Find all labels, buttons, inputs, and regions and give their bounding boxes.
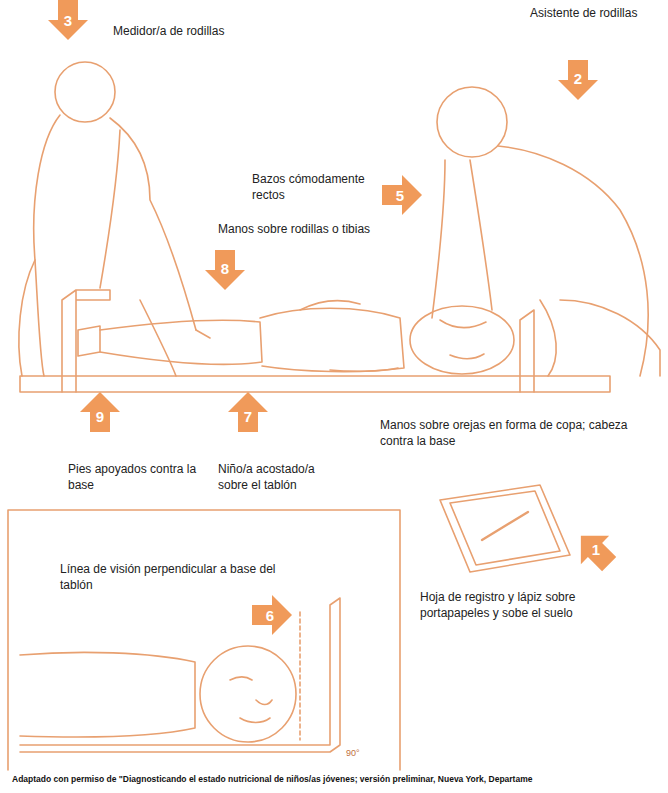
annotation-label: Asistente de rodillas xyxy=(530,6,664,22)
figure-caption: Adaptado con permiso de "Diagnosticando … xyxy=(12,774,660,785)
annotation-label: Bazos cómodamente rectos xyxy=(252,172,377,203)
callout-number: 1 xyxy=(592,542,600,557)
annotation-label: 90° xyxy=(346,748,360,760)
callout-arrow xyxy=(252,595,292,635)
clipboard-icon xyxy=(440,485,570,572)
annotation-label: Línea de visión perpendicular a base del… xyxy=(60,562,310,593)
callout-arrow xyxy=(228,392,268,432)
annotation-label: Medidor/a de rodillas xyxy=(113,24,313,40)
foot-piece xyxy=(62,290,110,392)
child-figure xyxy=(78,301,514,374)
callout-number: 5 xyxy=(396,188,404,203)
callout-arrow xyxy=(80,392,120,432)
callout-arrow xyxy=(205,250,245,290)
annotation-label: Hoja de registro y lápiz sobre portapape… xyxy=(420,590,640,621)
callout-number: 3 xyxy=(64,13,72,28)
annotation-label: Manos sobre rodillas o tibias xyxy=(218,222,418,238)
callout-number: 8 xyxy=(221,261,229,276)
head-piece xyxy=(520,310,534,392)
annotation-label: Pies apoyados contra la base xyxy=(68,462,198,493)
callout-number: 2 xyxy=(574,71,582,86)
measurer-figure xyxy=(19,62,210,376)
callout-arrow xyxy=(558,60,598,100)
callout-arrow xyxy=(567,522,624,579)
callout-number: 7 xyxy=(244,409,252,424)
inset-panel xyxy=(8,510,400,770)
annotation-label: Niño/a acostado/a sobre el tablón xyxy=(218,462,348,493)
callout-number: 6 xyxy=(266,608,274,623)
callout-number: 9 xyxy=(96,409,104,424)
measuring-board xyxy=(20,376,610,392)
callout-arrow xyxy=(382,175,422,215)
callout-arrow xyxy=(48,0,88,40)
assistant-figure xyxy=(432,87,660,376)
annotation-label: Manos sobre orejas en forma de copa; cab… xyxy=(380,418,650,449)
